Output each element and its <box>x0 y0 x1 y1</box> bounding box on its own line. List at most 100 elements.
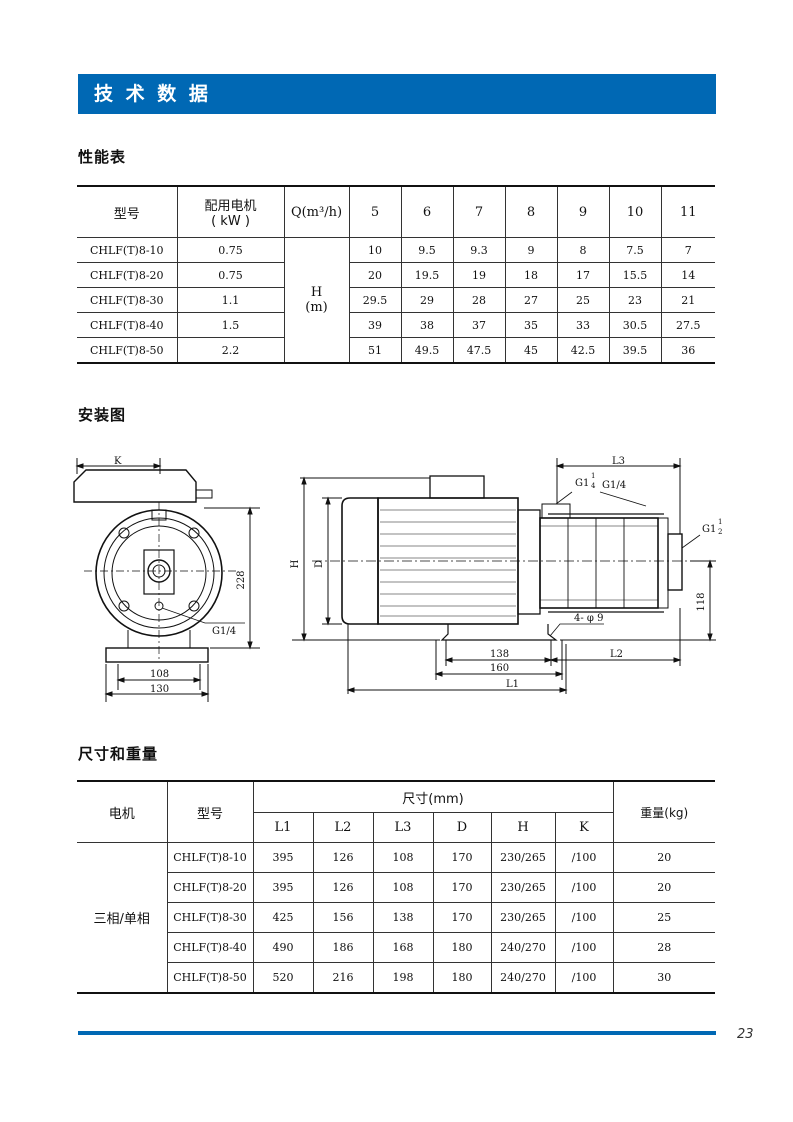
dim-160-label: 160 <box>490 663 509 674</box>
head-cell: 15.5 <box>608 262 662 288</box>
head-cell: 28 <box>452 287 506 313</box>
dim-cell: 126 <box>312 842 374 873</box>
kw-cell: 2.2 <box>176 337 285 364</box>
g112-label: G1 <box>702 524 716 535</box>
dim-cell: 156 <box>312 902 374 933</box>
dims-section-title: 尺寸和重量 <box>78 745 159 763</box>
sub-col: L2 <box>312 812 374 843</box>
kw-cell: 0.75 <box>176 237 285 263</box>
g114-num: 1 <box>591 472 595 480</box>
weight-cell: 28 <box>612 932 715 963</box>
head-cell: 38 <box>400 312 454 338</box>
head-cell: 18 <box>504 262 558 288</box>
head-cell: 7 <box>660 237 715 263</box>
head-cell: 23 <box>608 287 662 313</box>
head-cell: 36 <box>660 337 715 364</box>
dim-cell: 230/265 <box>490 842 556 873</box>
model-cell: CHLF(T)8-50 <box>77 337 178 364</box>
flow-value: 8 <box>504 185 558 238</box>
flow-value: 11 <box>660 185 715 238</box>
head-label-1: H <box>310 285 323 300</box>
head-cell: 30.5 <box>608 312 662 338</box>
head-label: H (m) <box>283 237 350 364</box>
installation-drawing: K 228 G1/4 108 130 H D L3 G1 1 4 G1/4 G1… <box>73 456 722 702</box>
flow-value: 5 <box>348 185 402 238</box>
kw-cell: 1.5 <box>176 312 285 338</box>
dim-cell: 186 <box>312 932 374 963</box>
dim-cell: 230/265 <box>490 872 556 903</box>
head-cell: 7.5 <box>608 237 662 263</box>
head-cell: 39.5 <box>608 337 662 364</box>
head-cell: 37 <box>452 312 506 338</box>
dim-cell: 180 <box>432 932 492 963</box>
kw-cell: 0.75 <box>176 262 285 288</box>
col-model: 型号 <box>77 185 178 238</box>
dim-cell: 425 <box>252 902 314 933</box>
page-number: 23 <box>737 1027 754 1042</box>
kw-cell: 1.1 <box>176 287 285 313</box>
sub-col: L1 <box>253 812 314 843</box>
weight-cell: 20 <box>612 842 715 873</box>
g14-right-label: G1/4 <box>602 480 626 491</box>
dim-cell: /100 <box>554 962 614 994</box>
g112-den: 2 <box>718 528 722 536</box>
dim-cell: /100 <box>554 902 614 933</box>
weight-cell: 25 <box>612 902 715 933</box>
head-cell: 21 <box>660 287 715 313</box>
dim-228-label: 228 <box>236 570 247 589</box>
g114-den: 4 <box>591 482 596 490</box>
table-row: CHLF(T)8-30 1.1 29.5 29 28 27 25 23 21 <box>77 287 715 313</box>
dim-cell: 138 <box>372 902 434 933</box>
flow-value: 10 <box>608 185 662 238</box>
dim-cell: 240/270 <box>490 932 556 963</box>
table-row: CHLF(T)8-50 2.2 51 49.5 47.5 45 42.5 39.… <box>77 337 715 364</box>
section-banner: 技 术 数 据 <box>78 74 716 114</box>
table-row: CHLF(T)8-40 490 186 168 180 240/270 /100… <box>77 932 715 963</box>
head-cell: 29 <box>400 287 454 313</box>
head-cell: 27 <box>504 287 558 313</box>
head-label-2: (m) <box>305 300 328 315</box>
head-cell: 20 <box>348 262 402 288</box>
motor-type: 三相/单相 <box>77 842 168 994</box>
dim-138-label: 138 <box>490 649 509 660</box>
col-flow: Q(m³/h) <box>283 185 350 238</box>
dim-cell: 198 <box>372 962 434 994</box>
dim-cell: /100 <box>554 872 614 903</box>
col-motor: 配用电机 ( kW ) <box>176 185 285 238</box>
head-cell: 39 <box>348 312 402 338</box>
dim-cell: 240/270 <box>490 962 556 994</box>
performance-table: 型号 配用电机 ( kW ) Q(m³/h) 5 6 7 8 9 10 11 C… <box>77 185 715 364</box>
dim-cell: 170 <box>432 872 492 903</box>
flow-value: 9 <box>556 185 610 238</box>
dim-118-label: 118 <box>696 592 707 611</box>
dim-cell: /100 <box>554 932 614 963</box>
dim-cell: 108 <box>372 872 434 903</box>
head-cell: 9.5 <box>400 237 454 263</box>
sub-col: K <box>554 812 613 843</box>
dim-cell: 395 <box>252 872 314 903</box>
table-row: CHLF(T)8-40 1.5 39 38 37 35 33 30.5 27.5 <box>77 312 715 338</box>
dim-130-label: 130 <box>150 684 169 695</box>
dim-cell: 168 <box>372 932 434 963</box>
head-cell: 45 <box>504 337 558 364</box>
head-cell: 47.5 <box>452 337 506 364</box>
sub-col: H <box>490 812 556 843</box>
table-row: CHLF(T)8-20 395 126 108 170 230/265 /100… <box>77 872 715 903</box>
g114-label: G1 <box>575 478 589 489</box>
pump-side-view <box>292 458 716 694</box>
install-section-title: 安装图 <box>78 406 127 424</box>
head-cell: 19.5 <box>400 262 454 288</box>
head-cell: 29.5 <box>348 287 402 313</box>
dim-h-label: H <box>290 559 301 568</box>
head-cell: 33 <box>556 312 610 338</box>
dim-cell: 490 <box>252 932 314 963</box>
model-cell: CHLF(T)8-20 <box>167 872 254 903</box>
model-cell: CHLF(T)8-50 <box>167 962 254 994</box>
model-cell: CHLF(T)8-40 <box>167 932 254 963</box>
dim-l3-label: L3 <box>612 456 625 467</box>
dim-cell: 170 <box>432 902 492 933</box>
head-cell: 25 <box>556 287 610 313</box>
head-cell: 42.5 <box>556 337 610 364</box>
sub-col: D <box>432 812 492 843</box>
g112-num: 1 <box>718 518 722 526</box>
